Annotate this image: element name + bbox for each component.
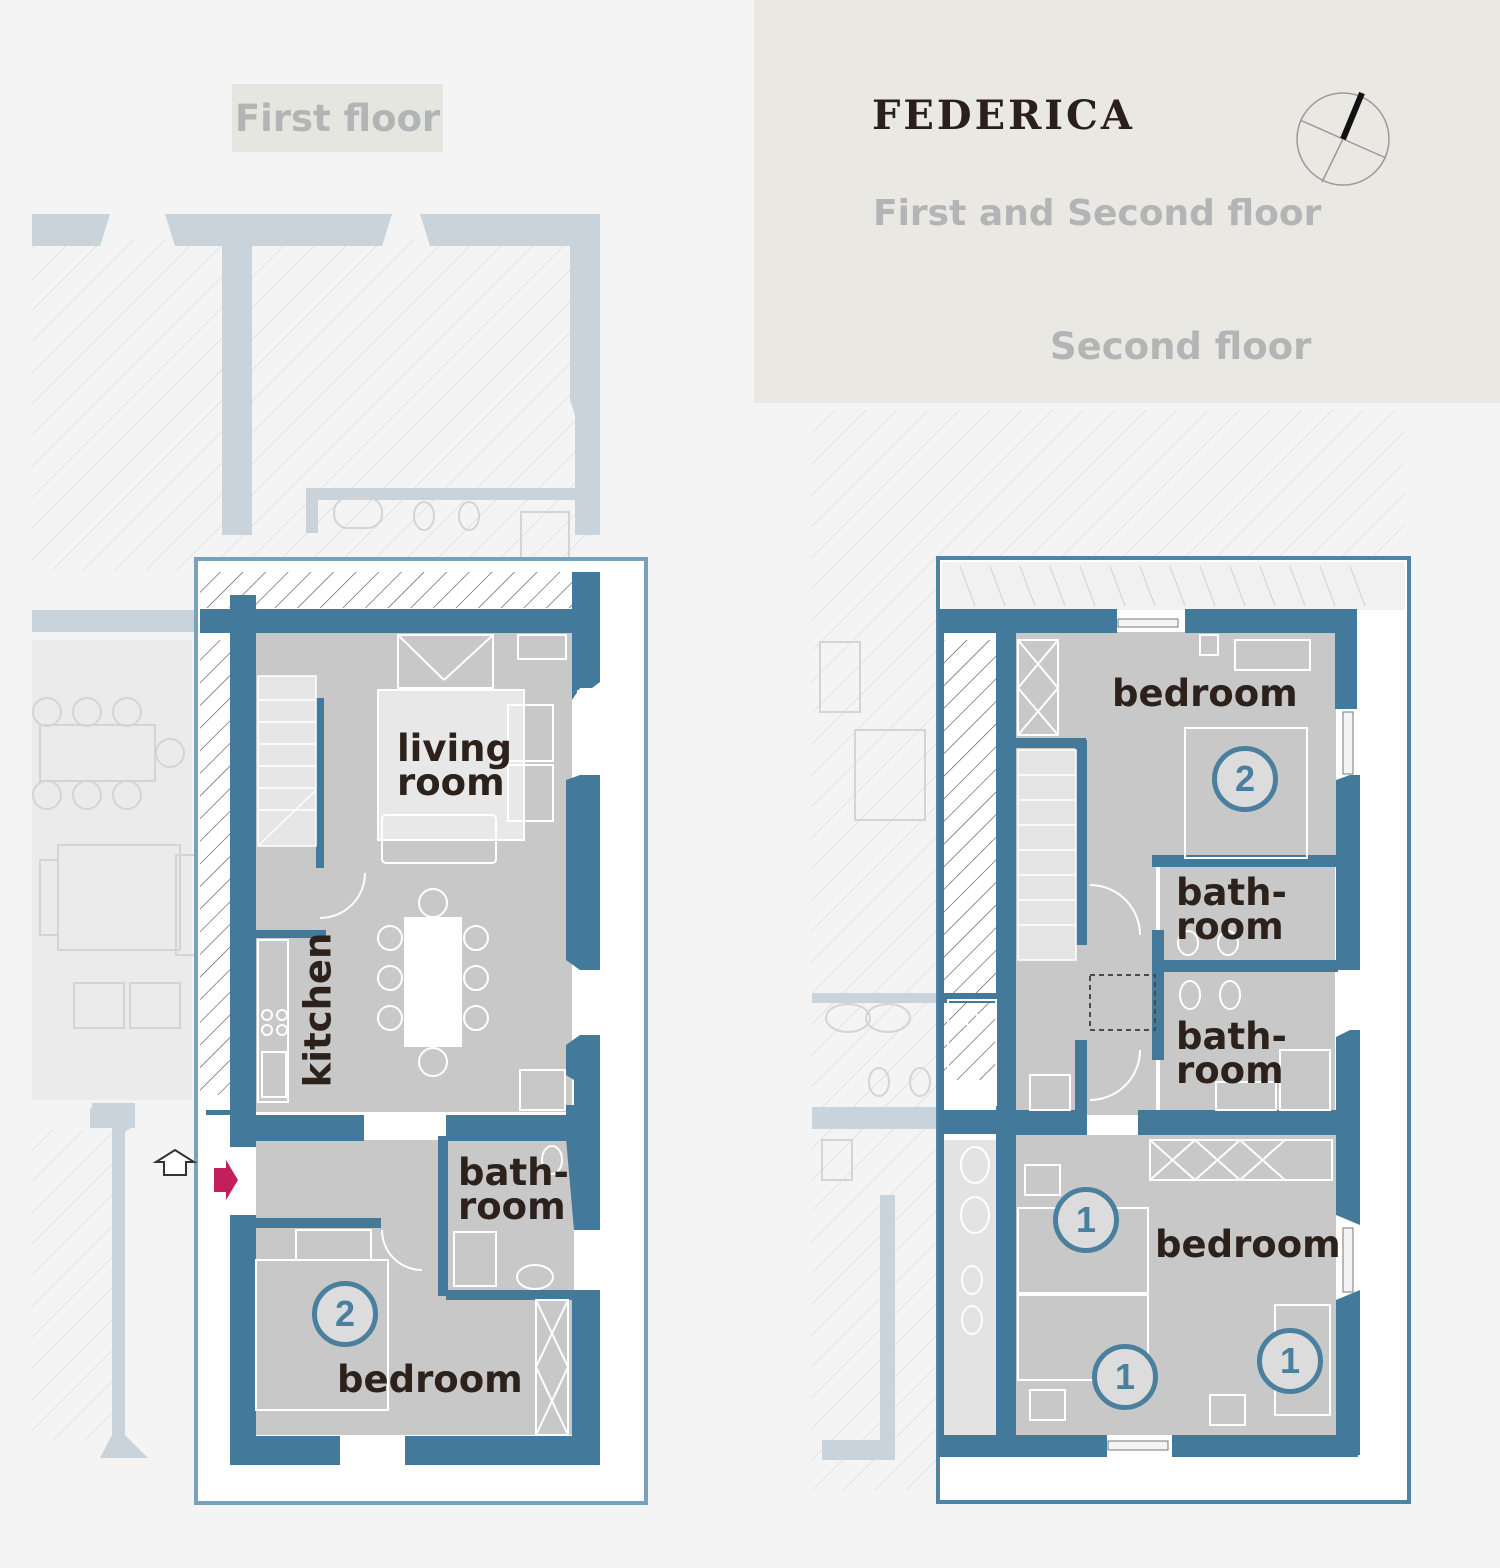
first-floor-plan — [194, 557, 648, 1505]
single-bed-badge: 1 — [1092, 1344, 1158, 1410]
double-bed-badge: 2 — [312, 1281, 378, 1347]
entrance-arrow-icon — [214, 1160, 238, 1200]
second-floor-label: Second floor — [1050, 325, 1312, 368]
single-bed-badge: 1 — [1257, 1328, 1323, 1394]
lower-bathroom-label: bath- room — [1176, 1015, 1287, 1092]
first-bedroom-label: bedroom — [337, 1358, 523, 1401]
first-floor-furniture — [255, 634, 569, 1436]
second-floor-stairs — [1017, 749, 1077, 961]
living-room-label: living room — [397, 727, 512, 804]
first-bathroom-label: bath- room — [458, 1151, 569, 1228]
double-bed-badge: 2 — [1212, 746, 1278, 812]
single-bed-badge: 1 — [1053, 1187, 1119, 1253]
kitchen-label: kitchen — [296, 932, 340, 1088]
top-bedroom-label: bedroom — [1112, 672, 1298, 715]
compass-icon — [1296, 91, 1390, 186]
access-arrow-icon — [152, 1148, 198, 1176]
building-title: FEDERICA — [872, 92, 1135, 139]
bottom-bedroom-label: bedroom — [1155, 1223, 1341, 1266]
header-panel — [754, 0, 1500, 403]
first-floor-label: First floor — [232, 84, 443, 152]
second-floor-plan — [936, 556, 1411, 1504]
second-floor-walls — [938, 609, 1360, 1457]
upper-bathroom-label: bath- room — [1176, 871, 1287, 948]
first-floor-walls — [200, 572, 600, 1465]
context-left — [32, 214, 600, 1458]
first-floor-stairs — [257, 675, 317, 847]
second-floor-furniture — [947, 634, 1333, 1426]
floors-subtitle: First and Second floor — [873, 193, 1322, 234]
